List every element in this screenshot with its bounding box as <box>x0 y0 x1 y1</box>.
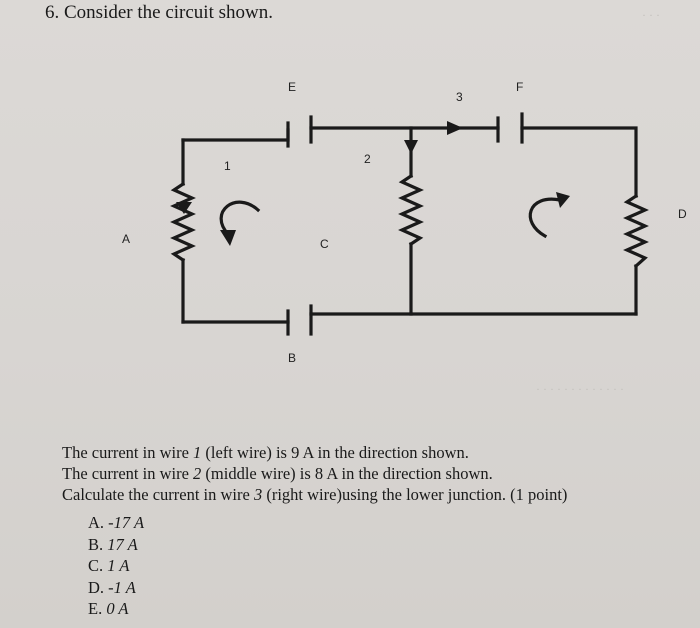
answer-option-e[interactable]: E. 0 A <box>88 599 129 618</box>
loop-arrow-right-head <box>556 192 570 208</box>
question-title: 6. Consider the circuit shown. <box>45 2 273 24</box>
current-arrow-3 <box>447 121 463 135</box>
question-text: Consider the circuit shown. <box>64 2 273 23</box>
answer-option-d[interactable]: D. -1 A <box>88 577 136 597</box>
wire-top-right <box>520 126 638 198</box>
body-line-3: Calculate the current in wire 3 (right w… <box>62 485 568 504</box>
body-line-1: The current in wire 1 (left wire) is 9 A… <box>62 443 469 462</box>
answer-options: A. -17 A B. 17 A C. 1 A D. -1 A E. 0 A <box>88 512 144 620</box>
label-b: B <box>288 351 296 365</box>
label-wire-2: 2 <box>364 152 371 166</box>
bleed-through-text: · · · · · · · · · · · · · <box>536 382 624 396</box>
answer-option-c[interactable]: C. 1 A <box>88 556 130 575</box>
wire-variable: 1 <box>193 443 202 462</box>
resistor-middle <box>398 173 424 247</box>
loop-arrow-right <box>528 197 562 239</box>
answer-option-b[interactable]: B. 17 A <box>88 534 138 554</box>
label-wire-1: 1 <box>224 159 231 173</box>
body-line-2: The current in wire 2 (middle wire) is 8… <box>62 464 493 483</box>
label-e: E <box>288 80 296 94</box>
label-wire-3: 3 <box>456 90 463 104</box>
current-arrow-1 <box>176 202 192 214</box>
loop-arrow-left <box>219 200 261 237</box>
wire-variable: 2 <box>193 464 202 483</box>
wire-variable: 3 <box>253 485 263 504</box>
label-a: A <box>122 232 130 246</box>
label-d: D <box>678 207 687 221</box>
resistor-left <box>170 181 196 263</box>
resistor-right <box>623 193 649 269</box>
question-number: 6. <box>45 2 60 23</box>
circuit-diagram: E F 3 1 2 A C D B <box>122 80 687 365</box>
wire-top-left <box>181 128 290 142</box>
label-c: C <box>320 237 329 251</box>
label-f: F <box>516 80 523 94</box>
answer-option-a[interactable]: A. -17 A <box>88 513 145 532</box>
question-body: The current in wire 1 (left wire) is 9 A… <box>62 442 567 505</box>
loop-arrow-left-head <box>220 230 236 246</box>
current-arrow-2 <box>404 140 418 154</box>
